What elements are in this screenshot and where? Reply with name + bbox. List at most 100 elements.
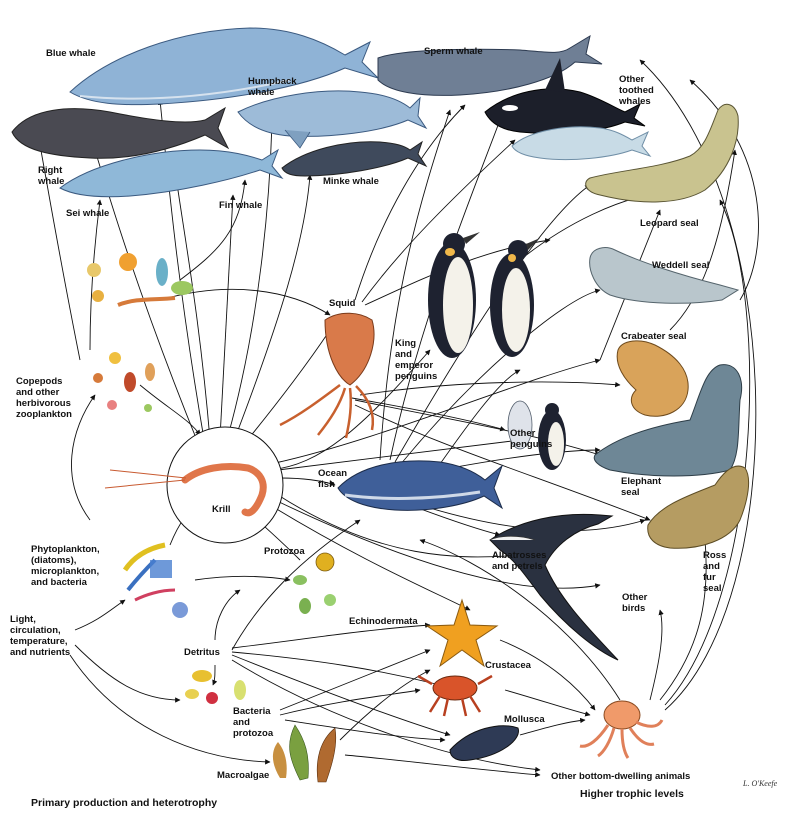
label-weddell-seal: Weddell seal: [652, 260, 709, 271]
label-crabeater-seal: Crabeater seal: [621, 331, 686, 342]
other-penguins-illustration: [507, 400, 566, 470]
arrow-octopus-toothed: [639, 59, 757, 711]
label-minke-whale: Minke whale: [323, 176, 379, 187]
label-bacteria-protozoa: Bacteria and protozoa: [233, 706, 274, 739]
label-ocean-fish: Ocean fish: [318, 468, 350, 490]
label-squid: Squid: [329, 298, 356, 309]
label-blue-whale: Blue whale: [46, 48, 96, 59]
arrow-zooplankton-fin: [179, 179, 248, 281]
caption-higher-trophic-levels: Higher trophic levels: [580, 788, 684, 800]
arrow-squid-crabeater: [359, 381, 621, 396]
label-humpback-whale: Humpback whale: [247, 76, 299, 98]
label-other-toothed-whales: Other toothed whales: [618, 74, 656, 107]
labels-layer: Blue whale Humpback whale Sperm whale Ot…: [10, 46, 778, 809]
label-light-circulation: Light, circulation, temperature, and nut…: [10, 614, 70, 658]
arrow-squid-ross: [354, 404, 651, 521]
arrow-squid-elephant: [354, 399, 601, 457]
right-whale-illustration: [11, 106, 230, 159]
label-right-whale: Right whale: [37, 165, 65, 187]
arrow-light-macroalgae: [69, 654, 271, 765]
label-fin-whale: Fin whale: [219, 200, 262, 211]
label-echinodermata: Echinodermata: [349, 616, 418, 627]
arrow-krill-crabeater: [274, 358, 601, 464]
arrow-krill-humpback: [227, 119, 275, 437]
arrow-seals-orca: [689, 79, 759, 301]
arrow-detritus-protozoa: [214, 589, 241, 641]
mussel-illustration: [449, 725, 519, 761]
arrow-penguins-leopard: [519, 193, 651, 261]
minke-whale-illustration: [281, 140, 428, 177]
arrow-detritus-echino: [231, 622, 431, 649]
blue-whale-illustration: [69, 27, 379, 106]
arrow-octopus-fish: [419, 538, 621, 701]
elephant-seal-illustration: [593, 364, 743, 477]
arrow-krill-squid: [244, 329, 331, 444]
caption-primary-production: Primary production and heterotrophy: [31, 797, 217, 809]
arrow-krill-albatross: [277, 494, 521, 559]
label-sei-whale: Sei whale: [66, 208, 109, 219]
starfish-illustration: [425, 598, 499, 668]
label-other-bottom-dwelling: Other bottom-dwelling animals: [551, 771, 690, 782]
weddell-seal-illustration: [589, 247, 740, 304]
arrow-mollusca-octopus: [519, 717, 586, 736]
orca-illustration: [484, 58, 646, 135]
emperor-penguin-illustration: [490, 238, 540, 357]
label-krill: Krill: [212, 504, 230, 515]
trophic-arrows: [38, 59, 759, 778]
albatross-illustration: [489, 513, 619, 661]
arrow-octopus-leopard: [664, 199, 751, 706]
label-crustacea: Crustacea: [485, 660, 532, 671]
label-king-emperor-penguins: King and emperor penguins: [395, 338, 437, 382]
sperm-whale-illustration: [377, 34, 603, 96]
leopard-seal-illustration: [585, 103, 739, 203]
octopus-illustration: [579, 700, 664, 759]
arrow-octopus-birds: [649, 609, 664, 701]
arrow-detritus-bacteria: [212, 664, 218, 686]
bacteria-illustration: [185, 670, 246, 704]
arrow-bacteria-echino: [279, 649, 431, 711]
label-albatrosses: Albatrosses and petrels: [492, 550, 549, 572]
arrow-detritus-fish: [231, 519, 361, 651]
label-mollusca: Mollusca: [504, 714, 545, 725]
arrow-krill-other-birds: [274, 499, 601, 589]
label-sperm-whale: Sperm whale: [424, 46, 483, 57]
arrow-squid-other-penguins: [351, 397, 506, 432]
label-other-birds: Other birds: [622, 592, 650, 614]
arrow-copepods-right-whale: [38, 144, 81, 361]
king-penguin-illustration: [428, 232, 480, 358]
arrow-detritus-crustacea: [231, 651, 441, 687]
krill-circle: [104, 426, 284, 544]
arrow-krill-fish: [279, 477, 336, 487]
label-leopard-seal: Leopard seal: [640, 218, 699, 229]
arrow-phyto-protozoa: [194, 575, 291, 582]
label-other-penguins: Other penguins: [510, 428, 552, 450]
zooplankton-cluster-illustration: [87, 253, 193, 307]
arrow-krill-penguins: [269, 349, 431, 471]
arrow-krill-echinodermata: [269, 504, 471, 611]
arrow-squid-sperm: [354, 104, 466, 301]
ocean-fish-illustration: [337, 460, 504, 511]
sei-whale-illustration: [59, 148, 284, 198]
label-copepods: Copepods and other herbivorous zooplankt…: [16, 376, 74, 420]
copepods-cluster-illustration: [93, 352, 155, 412]
label-macroalgae: Macroalgae: [217, 770, 269, 781]
arrow-fish-elephant: [439, 447, 601, 471]
protozoa-illustration: [293, 552, 336, 614]
arrow-bacteria-mollusca: [284, 719, 446, 743]
label-elephant-seal: Elephant seal: [621, 476, 664, 498]
arrow-crustacea-octopus: [504, 689, 591, 717]
arrow-light-bacteria: [74, 644, 181, 703]
arrow-macroalgae-bottom: [344, 754, 541, 778]
arrow-krill-other-penguins: [277, 437, 521, 471]
arrow-detritus-bottom: [231, 659, 541, 773]
fur-seal-illustration: [647, 465, 750, 549]
arrow-copepods-krill: [139, 384, 201, 436]
crab-illustration: [417, 674, 493, 717]
arrow-squid-toothed: [361, 139, 516, 303]
squid-illustration: [279, 312, 375, 439]
arrow-light-phyto: [74, 599, 126, 631]
label-phytoplankton: Phytoplankton, (diatoms), microplankton,…: [31, 544, 102, 588]
arrow-phyto-copepods: [71, 394, 96, 521]
